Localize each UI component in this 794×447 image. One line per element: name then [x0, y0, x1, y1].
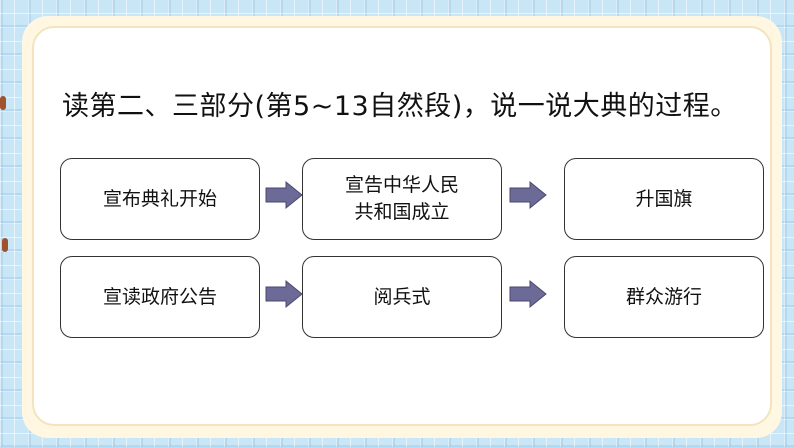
step-label: 群众游行 [625, 285, 702, 308]
step-label: 宣布典礼开始 [102, 187, 217, 210]
step-label: 升国旗 [635, 187, 693, 210]
step-label: 阅兵式 [373, 285, 431, 308]
step-read-government-announcement: 宣读政府公告 [60, 256, 260, 338]
page-title: 读第二、三部分(第5~13自然段)，说一说大典的过程。 [62, 91, 738, 122]
step-mass-parade: 群众游行 [564, 256, 764, 338]
left-decoration-bottom [2, 238, 8, 252]
right-arrow-icon [509, 180, 547, 210]
step-announce-ceremony-start: 宣布典礼开始 [60, 158, 260, 240]
right-arrow-icon [265, 180, 303, 210]
right-arrow-icon [265, 279, 303, 309]
step-proclaim-prc-founding: 宣告中华人民 共和国成立 [302, 158, 502, 240]
step-label: 宣读政府公告 [102, 285, 217, 308]
step-military-parade: 阅兵式 [302, 256, 502, 338]
left-decoration-top [0, 96, 6, 110]
step-raise-flag: 升国旗 [564, 158, 764, 240]
right-arrow-icon [509, 279, 547, 309]
step-label: 宣告中华人民 共和国成立 [344, 174, 459, 223]
